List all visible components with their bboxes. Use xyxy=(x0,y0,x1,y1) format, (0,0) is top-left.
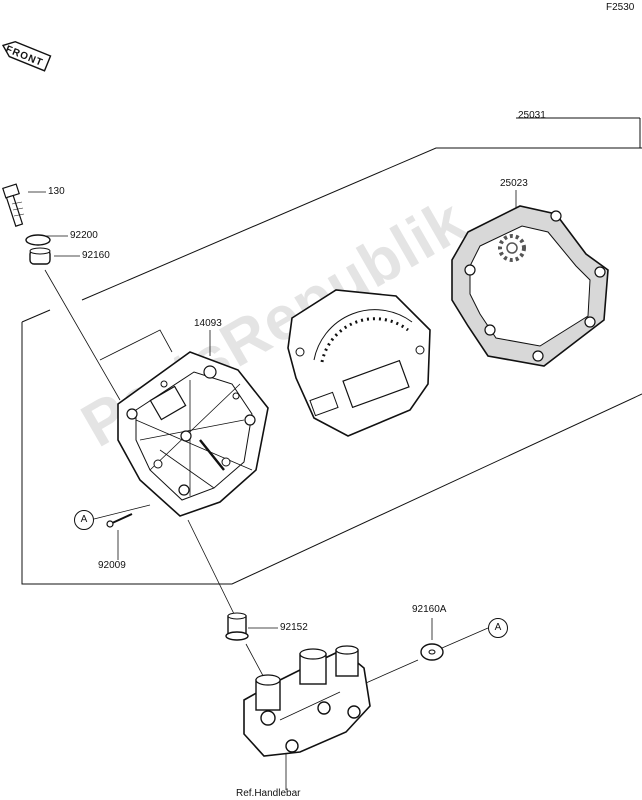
callout-a-left: A xyxy=(74,510,94,530)
part-label-14093: 14093 xyxy=(194,318,222,329)
ref-handlebar-label: Ref.Handlebar xyxy=(236,788,301,799)
front-arrow-icon xyxy=(1,41,52,72)
diagram-code: F2530 xyxy=(606,2,635,13)
bolt-130 xyxy=(2,183,25,227)
callout-a-right: A xyxy=(488,618,508,638)
part-label-92152: 92152 xyxy=(280,622,308,633)
assembly-outline xyxy=(81,147,642,301)
meter-housing-14093 xyxy=(117,351,269,517)
meter-body xyxy=(287,289,431,437)
collar-92152 xyxy=(225,612,249,641)
grommet-92160 xyxy=(29,247,51,265)
meter-cover-25023 xyxy=(451,205,609,367)
screw-92009 xyxy=(106,513,133,528)
part-label-25031: 25031 xyxy=(518,110,546,121)
part-label-92009: 92009 xyxy=(98,560,126,571)
part-label-25023: 25023 xyxy=(500,178,528,189)
washer-92200 xyxy=(25,234,51,246)
assembly-outline-lower xyxy=(21,322,642,585)
part-label-92160a: 92160A xyxy=(412,604,447,615)
part-label-92160: 92160 xyxy=(82,250,110,261)
part-label-92200: 92200 xyxy=(70,230,98,241)
part-label-130: 130 xyxy=(48,186,65,197)
washer-92160a xyxy=(420,643,444,661)
handlebar-bracket xyxy=(243,645,371,757)
